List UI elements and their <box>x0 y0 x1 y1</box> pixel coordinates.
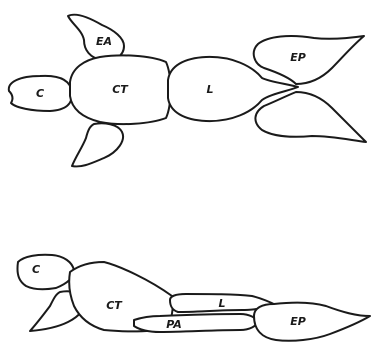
top-label-ea: EA <box>96 35 112 48</box>
top-label-c: C <box>36 87 44 100</box>
side-label-ep: EP <box>290 315 306 328</box>
side-label-pa: PA <box>166 318 182 331</box>
top-label-ep: EP <box>290 51 306 64</box>
top-label-ct: CT <box>112 83 129 96</box>
side-view: C CT L PA EP <box>17 255 370 341</box>
top-forelimb-lower-region <box>72 123 123 166</box>
side-hindlimb-region <box>254 303 370 341</box>
top-hindlimb-lower-region <box>255 92 366 142</box>
top-label-l: L <box>206 83 213 96</box>
top-hindlimb-upper-region <box>254 36 364 84</box>
side-abdominal-wall-region <box>134 314 258 332</box>
top-view: C EA CT L EP <box>9 15 366 167</box>
side-label-c: C <box>32 263 40 276</box>
side-label-ct: CT <box>106 299 123 312</box>
side-head-region <box>17 255 74 290</box>
side-label-l: L <box>218 297 225 310</box>
